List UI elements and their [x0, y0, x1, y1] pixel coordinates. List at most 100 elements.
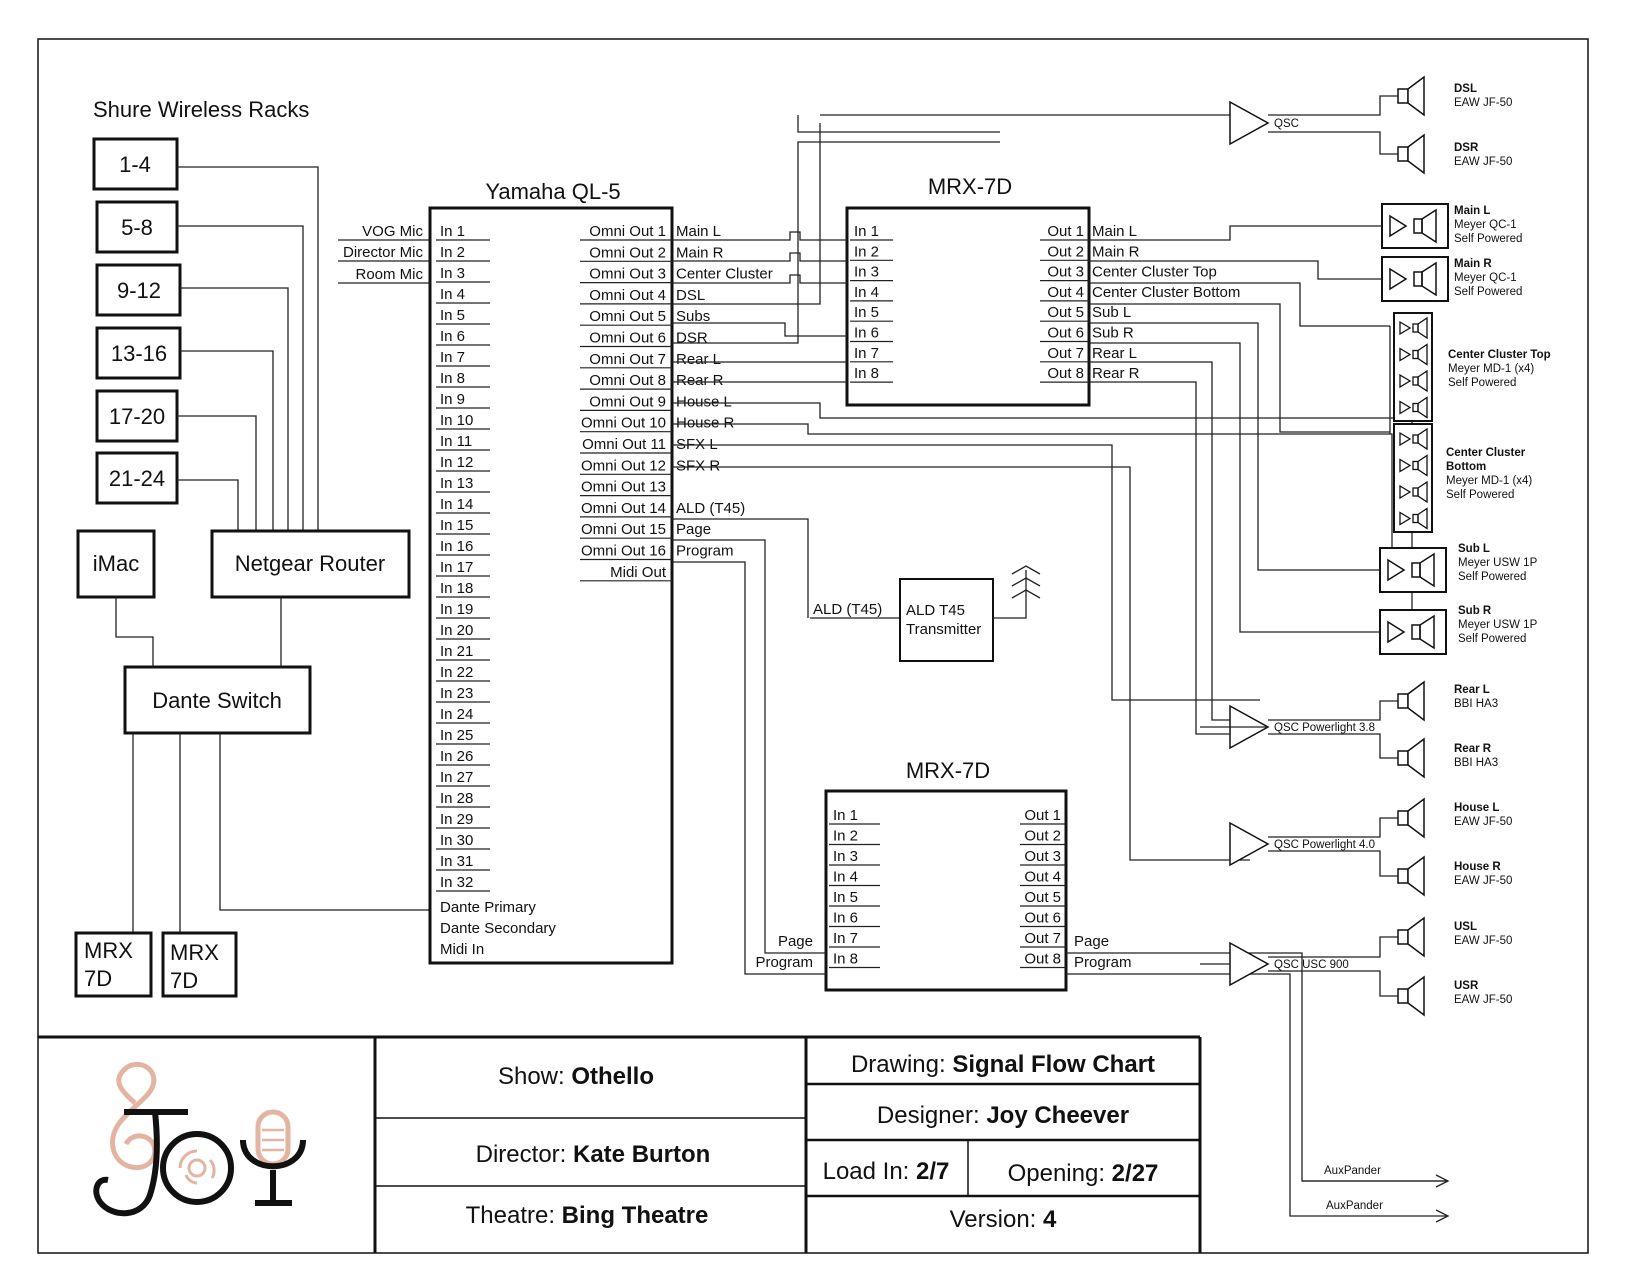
- speaker-name-2: DSR: [1454, 142, 1479, 154]
- speaker-name-3: Main L: [1454, 205, 1490, 217]
- svg-text:Designer: Joy Cheever: Designer: Joy Cheever: [877, 1102, 1129, 1129]
- console-input-4: In 4: [440, 286, 465, 303]
- mrx1-output-name-2: Main R: [1092, 243, 1140, 260]
- mrx2-page-out-label: Page: [1074, 933, 1109, 950]
- console-input-7: In 7: [440, 349, 465, 366]
- speaker-name-1: DSL: [1454, 83, 1477, 95]
- drawing-value: Signal Flow Chart: [952, 1051, 1155, 1078]
- console-output-name-8: Rear R: [676, 372, 724, 389]
- speaker-note-8: Self Powered: [1458, 633, 1526, 645]
- svg-text:Theatre: Bing Theatre: Theatre: Bing Theatre: [466, 1202, 709, 1229]
- amp-usc900-icon: [1229, 941, 1270, 987]
- speaker-name-12: House R: [1454, 861, 1501, 873]
- console-output-name-16: Program: [676, 543, 734, 560]
- amp-powerlight40-icon: [1229, 821, 1270, 867]
- amp-qsc-label: QSC: [1274, 118, 1299, 130]
- shure-rack-6: [95, 451, 179, 505]
- console-output-name-6: DSR: [676, 330, 708, 347]
- speaker-note-7: Self Powered: [1458, 571, 1526, 583]
- arrow-right-icon: [1435, 1209, 1450, 1223]
- speaker-note-5: Self Powered: [1448, 377, 1516, 389]
- console-input-28: In 28: [440, 790, 473, 807]
- console-input-1: In 1: [440, 223, 465, 240]
- console-output-name-14: ALD (T45): [676, 500, 745, 517]
- designer-label: Designer:: [877, 1102, 986, 1129]
- shure-title: Shure Wireless Racks: [93, 97, 309, 122]
- speaker-model-4: Meyer QC-1: [1454, 272, 1517, 284]
- speaker-model-2: EAW JF-50: [1454, 156, 1512, 168]
- arrow-right-icon: [1435, 1174, 1450, 1188]
- imac-label: iMac: [93, 551, 139, 576]
- theatre-value: Bing Theatre: [562, 1202, 709, 1229]
- speaker-model-1: EAW JF-50: [1454, 97, 1512, 109]
- speaker-model-8: Meyer USW 1P: [1458, 619, 1538, 631]
- console-input-5: In 5: [440, 307, 465, 324]
- shure-rack-4: [95, 326, 182, 380]
- console-output-7: Omni Out 7: [589, 351, 666, 368]
- mrx2-output-7: Out 7: [1024, 930, 1061, 947]
- mrx2-title: MRX-7D: [906, 758, 990, 783]
- ald-box-line1: ALD T45: [906, 602, 965, 619]
- mrx-node-b-line1: MRX: [170, 940, 219, 965]
- console-output-2: Omni Out 2: [589, 244, 666, 261]
- speaker-model-13: EAW JF-50: [1454, 935, 1512, 947]
- mrx1-output-8: Out 8: [1047, 365, 1084, 382]
- svg-text:Show: Othello: Show: Othello: [498, 1063, 654, 1090]
- md1-speaker-icon: [1399, 396, 1428, 419]
- console-input-11: In 11: [440, 433, 472, 450]
- console-input-8: In 8: [440, 370, 465, 387]
- mrx2-input-1: In 1: [833, 807, 858, 824]
- console-input-14: In 14: [440, 496, 473, 513]
- mrx-7d-node-a: [74, 931, 153, 998]
- speaker-name-13: USL: [1454, 921, 1477, 933]
- mrx1-input-1: In 1: [854, 223, 879, 240]
- version-label: Version:: [950, 1206, 1043, 1233]
- amp-usc900-label: QSC USC 900: [1274, 959, 1349, 971]
- console-output-5: Omni Out 5: [589, 308, 666, 325]
- page-border: [37, 38, 1589, 1254]
- speaker-name-5: Center Cluster Top: [1448, 349, 1551, 361]
- speaker-model-11: EAW JF-50: [1454, 816, 1512, 828]
- joy-logo: [93, 1061, 306, 1217]
- svg-text:Drawing: Signal Flow Chart: Drawing: Signal Flow Chart: [851, 1051, 1155, 1078]
- cluster-speaker-stacks: [1393, 312, 1433, 533]
- title-block: [38, 1035, 1202, 1253]
- md1-speaker-icon: [1399, 454, 1428, 477]
- mrx1-output-5: Out 5: [1047, 304, 1084, 321]
- amp-powerlight38-label: QSC Powerlight 3.8: [1274, 722, 1375, 734]
- mrx2-output-4: Out 4: [1024, 869, 1061, 886]
- amp-qsc-icon: [1229, 100, 1270, 146]
- aux-output-1-label: AuxPander: [1324, 1165, 1381, 1177]
- console-input-25: In 25: [440, 727, 473, 744]
- opening-label: Opening:: [1008, 1160, 1112, 1187]
- mrx2-output-5: Out 5: [1024, 889, 1061, 906]
- speaker-model-3: Meyer QC-1: [1454, 219, 1517, 231]
- shure-rack-5-label: 17-20: [109, 404, 165, 429]
- mrx1-output-6: Out 6: [1047, 325, 1084, 342]
- console-input-16: In 16: [440, 538, 473, 555]
- mrx-node-a-line2: 7D: [84, 966, 112, 991]
- console-output-15: Omni Out 15: [581, 521, 666, 538]
- netgear-router-box: [210, 529, 411, 599]
- shure-rack-5: [95, 389, 179, 443]
- console-dante-primary: Dante Primary: [440, 899, 536, 916]
- console-output-name-3: Center Cluster: [676, 266, 773, 283]
- console-output-name-2: Main R: [676, 244, 724, 261]
- mrx2-page-in-label: Page: [778, 933, 813, 950]
- console-output-name-1: Main L: [676, 223, 721, 240]
- console-input-26: In 26: [440, 748, 473, 765]
- svg-text:Opening: 2/27: Opening: 2/27: [1008, 1160, 1159, 1187]
- console-output-name-10: House R: [676, 415, 735, 432]
- opening-value: 2/27: [1112, 1160, 1159, 1187]
- console-input-29: In 29: [440, 811, 473, 828]
- console-input-10: In 10: [440, 412, 473, 429]
- md1-speaker-icon: [1399, 369, 1428, 393]
- console-input-19: In 19: [440, 601, 473, 618]
- console-input-22: In 22: [440, 664, 473, 681]
- aux-output-2-label: AuxPander: [1326, 1200, 1383, 1212]
- console-inputs: In 1In 2In 3In 4In 5In 6In 7In 8In 9In 1…: [436, 223, 490, 892]
- speaker-note-6: Self Powered: [1446, 489, 1514, 501]
- mrx1-input-2: In 2: [854, 243, 879, 260]
